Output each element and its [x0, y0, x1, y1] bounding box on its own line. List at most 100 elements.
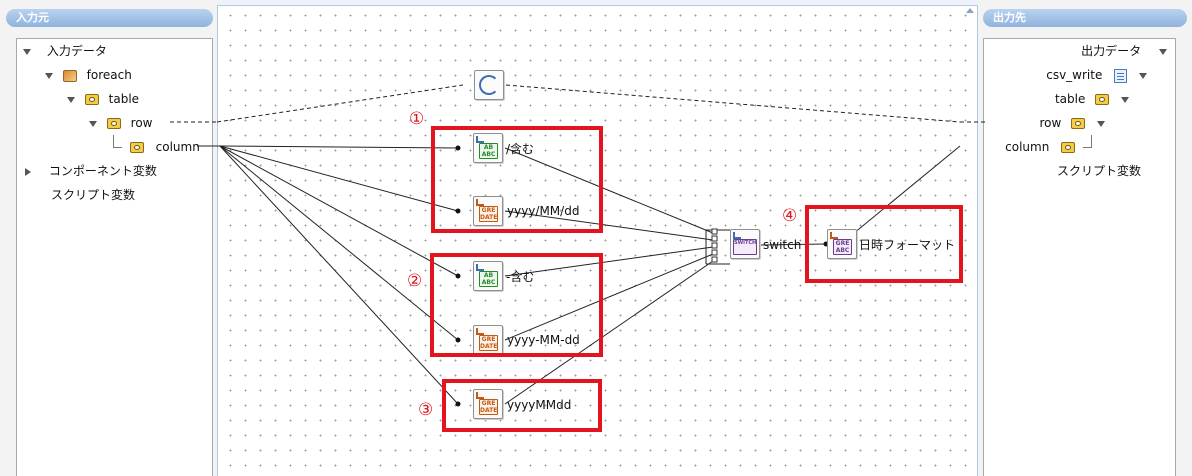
tree-item-row[interactable]: row	[1040, 113, 1105, 133]
node-label: yyyy-MM-dd	[507, 333, 580, 347]
annotation-number: ④	[782, 206, 798, 226]
tree-item-label: table	[1054, 92, 1086, 106]
expand-chevron-icon[interactable]	[1121, 96, 1129, 103]
tree-item-label: コンポーネント変数	[48, 164, 157, 178]
scroll-up-icon[interactable]	[966, 8, 974, 13]
input-source-header: 入力元	[6, 9, 213, 27]
tree-item-label: csv_write	[1046, 68, 1103, 82]
tree-item-script-variables[interactable]: スクリプト変数	[1057, 161, 1141, 181]
wire-format-to-output-column	[847, 145, 961, 239]
wire-to-node-1	[219, 145, 459, 149]
loop-icon	[479, 75, 499, 95]
highlight-box-1	[431, 126, 603, 233]
input-source-tree: 入力データ foreach table row column コンポーネント変数…	[16, 38, 213, 476]
input-corner-icon	[830, 232, 838, 239]
datetime-format-icon: GRE ABC	[833, 239, 852, 255]
tree-item-input-data[interactable]: 入力データ	[23, 41, 107, 61]
row-icon	[106, 118, 121, 129]
expand-chevron-icon[interactable]	[1159, 48, 1167, 55]
output-target-tree: 出力データ csv_write table row column スクリプト変数	[983, 38, 1176, 476]
string-match-node-slash[interactable]: AB ABC	[473, 133, 503, 163]
tree-item-label: スクリプト変数	[51, 188, 136, 202]
date-format-node-hyphen[interactable]: GRE DATE	[473, 325, 503, 355]
string-match-icon: AB ABC	[479, 271, 498, 287]
column-icon	[129, 142, 144, 153]
tree-item-foreach[interactable]: foreach	[45, 65, 132, 85]
highlight-box-2	[430, 253, 603, 357]
switch-port	[711, 256, 718, 263]
row-icon	[1071, 118, 1086, 129]
loop-node[interactable]	[474, 70, 504, 100]
expand-chevron-icon[interactable]	[45, 72, 53, 79]
tree-item-column[interactable]: column	[113, 135, 200, 157]
wire-row-to-loop	[216, 84, 464, 123]
wire-to-node-5	[219, 145, 459, 405]
node-label: yyyyMMdd	[507, 398, 572, 412]
date-format-icon: GRE DATE	[479, 335, 498, 351]
tree-item-label: foreach	[86, 68, 132, 82]
mapping-canvas[interactable]	[217, 0, 978, 476]
tree-item-label: 出力データ	[1081, 44, 1142, 58]
annotation-number: ②	[407, 271, 423, 291]
expand-chevron-icon[interactable]	[67, 96, 75, 103]
wire-switch-to-format	[759, 243, 827, 246]
wire-to-node-3	[219, 145, 459, 277]
wire-to-node-2	[219, 145, 459, 212]
wire-node-2-to-switch	[504, 210, 714, 241]
tree-item-table[interactable]: table	[67, 89, 139, 109]
switch-port	[711, 235, 718, 242]
connector-dot	[455, 145, 461, 151]
input-corner-icon	[476, 392, 484, 399]
annotation-number: ③	[418, 400, 434, 420]
annotation-number: ①	[409, 109, 425, 129]
node-label: -含む	[506, 270, 535, 284]
tree-item-script-variables[interactable]: スクリプト変数	[51, 185, 135, 205]
node-label: 日時フォーマット	[859, 238, 956, 252]
string-match-node-hyphen[interactable]: AB ABC	[473, 261, 503, 291]
expand-chevron-icon[interactable]	[1139, 72, 1147, 79]
date-format-node-plain[interactable]: GRE DATE	[473, 389, 503, 419]
node-label: /含む	[506, 142, 535, 156]
tree-item-component-variables[interactable]: コンポーネント変数	[25, 161, 157, 181]
tree-item-label: row	[130, 116, 153, 130]
expand-chevron-icon[interactable]	[25, 167, 31, 176]
date-format-icon: GRE DATE	[479, 206, 498, 222]
switch-icon: SWITCH	[733, 239, 757, 255]
connector-dot	[455, 401, 461, 407]
node-label: yyyy/MM/dd	[507, 204, 580, 218]
wire-node-3-to-switch	[504, 246, 714, 277]
canvas-top-bar	[217, 0, 978, 13]
output-target-header: 出力先	[983, 9, 1187, 27]
connector-dot	[455, 208, 461, 214]
switch-port	[711, 249, 718, 256]
tree-item-label: table	[108, 92, 140, 106]
tree-connector	[113, 135, 122, 148]
tree-item-row[interactable]: row	[89, 113, 152, 133]
expand-chevron-icon[interactable]	[1097, 120, 1105, 127]
tree-connector	[1083, 135, 1092, 148]
node-label: switch	[763, 238, 802, 252]
table-icon	[1095, 94, 1110, 105]
wire-to-node-4	[219, 145, 459, 341]
string-match-icon: AB ABC	[479, 143, 498, 159]
csv-write-icon	[1114, 68, 1128, 83]
date-format-node-slash[interactable]: GRE DATE	[473, 196, 503, 226]
connector-dot	[455, 337, 461, 343]
tree-item-table[interactable]: table	[1055, 89, 1129, 109]
tree-item-label: column	[155, 140, 200, 154]
date-format-icon: GRE DATE	[479, 399, 498, 415]
tree-item-csv-write[interactable]: csv_write	[1046, 65, 1147, 85]
input-corner-icon	[476, 136, 484, 143]
column-icon	[1061, 142, 1076, 153]
connector-dot	[455, 273, 461, 279]
expand-chevron-icon[interactable]	[23, 48, 31, 55]
tree-item-output-data[interactable]: 出力データ	[1081, 41, 1167, 61]
highlight-box-3	[442, 379, 602, 432]
highlight-box-4	[805, 205, 963, 283]
foreach-component-icon	[62, 69, 77, 82]
tree-item-column[interactable]: column	[1005, 135, 1092, 157]
switch-node[interactable]: SWITCH	[730, 229, 760, 259]
datetime-format-node[interactable]: GRE ABC	[827, 229, 857, 259]
wire-node-1-to-switch	[504, 147, 714, 234]
expand-chevron-icon[interactable]	[89, 120, 97, 127]
